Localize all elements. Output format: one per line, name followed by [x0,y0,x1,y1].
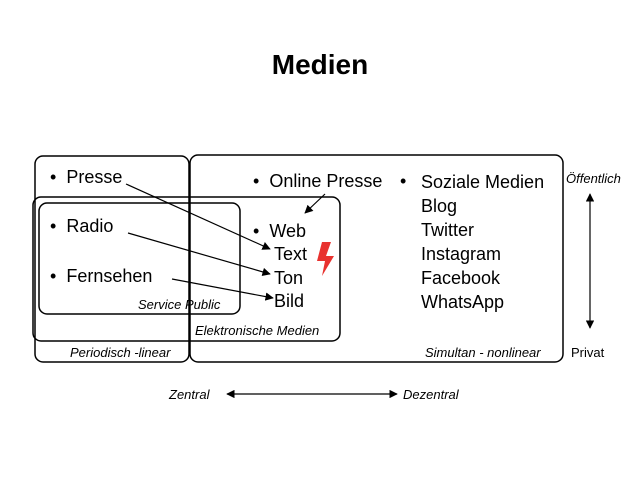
list-item-radio: • Radio [50,215,113,237]
bullet: • [50,266,57,286]
axis-label-dezentral: Dezentral [403,387,459,402]
axis-label-privat: Privat [571,345,605,360]
axis-label-oeffentlich: Öffentlich [566,171,621,186]
list-item-online-presse: • Online Presse [253,170,382,192]
list-item-fernsehen: • Fernsehen [50,265,152,287]
bullet: • [50,167,57,187]
page-title: Medien [271,49,369,80]
social-item-soziale-medien: Soziale Medien [421,172,545,192]
simultan-label: Simultan - nonlinear [425,345,541,360]
social-item-twitter: Twitter [421,220,475,240]
arrow-fernsehen-bild [171,278,274,301]
item-text-label: Text [274,244,308,264]
list-item-presse: • Presse [50,166,122,188]
bullet: • [50,216,57,236]
social-list: Soziale Medien Blog Twitter Instagram Fa… [421,171,544,313]
item-fernsehen-label: Fernsehen [66,266,153,286]
service-public-label: Service Public [138,297,221,312]
bullet: • [253,171,260,191]
item-presse-label: Presse [66,167,123,187]
social-item-whatsapp: WhatsApp [421,292,505,312]
axis-label-zentral: Zentral [169,387,210,402]
social-item-instagram: Instagram [421,244,502,264]
item-ton-label: Ton [274,268,304,288]
social-bullet: • [400,171,407,191]
item-online-presse-label: Online Presse [269,171,383,191]
elektronische-medien-label: Elektronische Medien [195,323,320,338]
item-web-label: Web [269,221,307,241]
item-radio-label: Radio [66,216,114,236]
simultan-box [189,154,564,363]
service-public-box [38,202,241,315]
arrow-online-web [304,193,326,214]
social-item-blog: Blog [421,196,458,216]
arrow-presse-text [125,183,271,250]
item-bild-label: Bild [274,291,305,311]
social-item-facebook: Facebook [421,268,501,288]
periodisch-label: Periodisch -linear [70,345,171,360]
lightning-icon [317,242,334,276]
arrow-radio-ton [127,232,271,276]
periodisch-box [34,155,190,363]
list-item-web: • Web [253,220,306,242]
elektronische-box [32,196,341,342]
bullet: • [253,221,260,241]
